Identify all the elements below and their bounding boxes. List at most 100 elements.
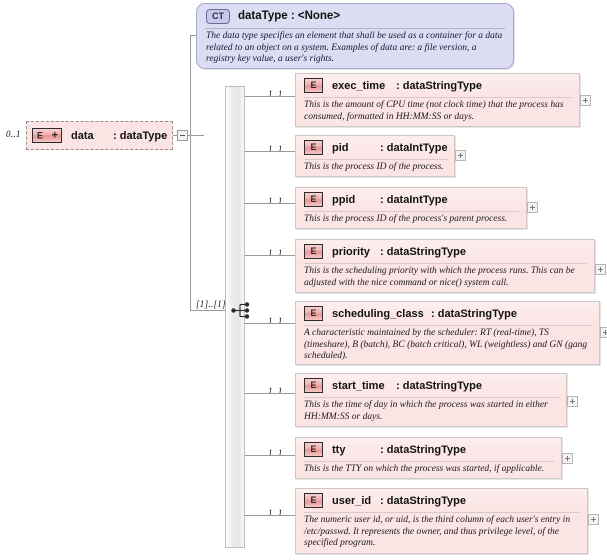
sequence-occurrence-label: [1]..[1] bbox=[196, 299, 226, 309]
connector-data-to-trunk bbox=[173, 135, 177, 136]
occurrence-label: 1..1 bbox=[268, 89, 283, 99]
element-type: : dataStringType bbox=[431, 307, 517, 320]
branch-connector bbox=[245, 151, 295, 152]
element-icon: E bbox=[304, 306, 323, 321]
occurrence-label: 1..1 bbox=[268, 144, 283, 154]
expand-plus-icon[interactable] bbox=[588, 514, 599, 525]
element-box-tty[interactable]: E tty : dataStringType This is the TTY o… bbox=[295, 437, 562, 479]
element-icon: E bbox=[304, 78, 323, 93]
element-name: priority bbox=[332, 245, 370, 258]
complextype-box-dataType[interactable]: CT dataType : <None> The data type speci… bbox=[196, 3, 514, 69]
element-box-data[interactable]: E+ data : dataType bbox=[26, 121, 173, 150]
element-icon: E bbox=[304, 192, 323, 207]
branch-connector bbox=[245, 203, 295, 204]
complextype-documentation: The data type specifies an element that … bbox=[206, 31, 503, 65]
plus-bar-v bbox=[460, 153, 461, 158]
plus-bar-v bbox=[605, 330, 606, 335]
element-type: : dataStringType bbox=[380, 245, 466, 258]
connector-toggle-to-trunk bbox=[188, 135, 204, 136]
element-header: E exec_time : dataStringType bbox=[296, 74, 579, 97]
element-header: E scheduling_class : dataStringType bbox=[296, 302, 599, 325]
element-icon: E bbox=[304, 244, 323, 259]
element-name: ppid bbox=[332, 193, 356, 206]
element-box-ppid[interactable]: E ppid : dataIntType This is the process… bbox=[295, 187, 527, 229]
element-type: : dataStringType bbox=[380, 443, 466, 456]
element-box-exec_time[interactable]: E exec_time : dataStringType This is the… bbox=[295, 73, 580, 127]
element-divider bbox=[303, 397, 559, 398]
plus-bar-v bbox=[585, 98, 586, 103]
collapse-minus-icon-data[interactable] bbox=[177, 130, 188, 141]
occurrence-label: 1..1 bbox=[268, 448, 283, 458]
expand-plus-icon[interactable] bbox=[455, 150, 466, 161]
element-documentation: A characteristic maintained by the sched… bbox=[304, 328, 588, 362]
element-box-pid[interactable]: E pid : dataIntType This is the process … bbox=[295, 135, 455, 177]
element-name: user_id bbox=[332, 494, 372, 507]
branch-connector bbox=[245, 515, 295, 516]
plus-bar-v bbox=[572, 399, 573, 404]
element-box-start_time[interactable]: E start_time : dataStringType This is th… bbox=[295, 373, 567, 427]
element-header: E ppid : dataIntType bbox=[296, 188, 526, 211]
element-name: tty bbox=[332, 443, 346, 456]
complextype-header: CT dataType : <None> bbox=[197, 4, 513, 28]
branch-connector bbox=[245, 96, 295, 97]
element-divider bbox=[303, 211, 519, 212]
element-header: E pid : dataIntType bbox=[296, 136, 454, 159]
branch-connector bbox=[245, 393, 295, 394]
element-type-data: : dataType bbox=[113, 129, 168, 142]
branch-connector bbox=[245, 323, 295, 324]
element-name: exec_time bbox=[332, 79, 386, 92]
element-documentation: This is the time of day in which the pro… bbox=[304, 400, 548, 422]
plus-bar-v bbox=[532, 205, 533, 210]
element-type: : dataStringType bbox=[380, 494, 466, 507]
element-type: : dataStringType bbox=[396, 379, 482, 392]
element-type: : dataIntType bbox=[380, 193, 448, 206]
element-icon: E bbox=[304, 140, 323, 155]
element-box-priority[interactable]: E priority : dataStringType This is the … bbox=[295, 239, 595, 293]
connector-trunk-to-sequence bbox=[190, 310, 231, 311]
element-documentation: This is the scheduling priority with whi… bbox=[304, 266, 575, 288]
element-divider bbox=[303, 512, 580, 513]
element-documentation: This is the process ID of the process's … bbox=[304, 214, 508, 224]
occurrence-label: 1..1 bbox=[268, 316, 283, 326]
plus-bar-v bbox=[567, 456, 568, 461]
element-icon: E bbox=[304, 442, 323, 457]
element-name-data: data bbox=[71, 129, 94, 142]
element-type: : dataStringType bbox=[396, 79, 482, 92]
element-icon: E bbox=[304, 493, 323, 508]
expand-plus-icon[interactable] bbox=[527, 202, 538, 213]
plus-bar-v bbox=[593, 517, 594, 522]
occurrence-label: 1..1 bbox=[268, 196, 283, 206]
element-name: start_time bbox=[332, 379, 385, 392]
element-documentation: The numeric user id, or uid, is the thir… bbox=[304, 515, 571, 549]
element-type: : dataIntType bbox=[380, 141, 448, 154]
element-box-user_id[interactable]: E user_id : dataStringType The numeric u… bbox=[295, 488, 588, 554]
complextype-title: dataType : <None> bbox=[238, 10, 341, 22]
branch-connector bbox=[245, 255, 295, 256]
element-documentation: This is the TTY on which the process was… bbox=[304, 464, 545, 474]
expand-plus-icon[interactable] bbox=[600, 327, 607, 338]
expand-plus-icon[interactable] bbox=[580, 95, 591, 106]
element-documentation: This is the amount of CPU time (not cloc… bbox=[304, 100, 564, 122]
expand-plus-icon[interactable] bbox=[562, 453, 573, 464]
element-divider bbox=[303, 325, 592, 326]
plus-bar-v bbox=[600, 267, 601, 272]
complextype-badge-icon: CT bbox=[206, 8, 230, 24]
element-icon: E bbox=[304, 378, 323, 393]
connector-trunk-to-complextype bbox=[190, 35, 197, 36]
element-divider bbox=[303, 159, 447, 160]
element-plus-icon: E+ bbox=[32, 128, 62, 143]
element-divider bbox=[303, 461, 554, 462]
occurrence-label: 1..1 bbox=[268, 248, 283, 258]
minus-bar bbox=[180, 135, 185, 136]
expand-plus-icon[interactable] bbox=[567, 396, 578, 407]
occurrence-label: 1..1 bbox=[268, 386, 283, 396]
element-header: E tty : dataStringType bbox=[296, 438, 561, 461]
expand-plus-icon[interactable] bbox=[595, 264, 606, 275]
element-box-scheduling_class[interactable]: E scheduling_class : dataStringType A ch… bbox=[295, 301, 600, 365]
complextype-divider bbox=[205, 28, 505, 29]
element-header: E start_time : dataStringType bbox=[296, 374, 566, 397]
element-divider bbox=[303, 263, 587, 264]
sequence-icon[interactable] bbox=[231, 302, 252, 319]
element-name: scheduling_class bbox=[332, 307, 424, 320]
